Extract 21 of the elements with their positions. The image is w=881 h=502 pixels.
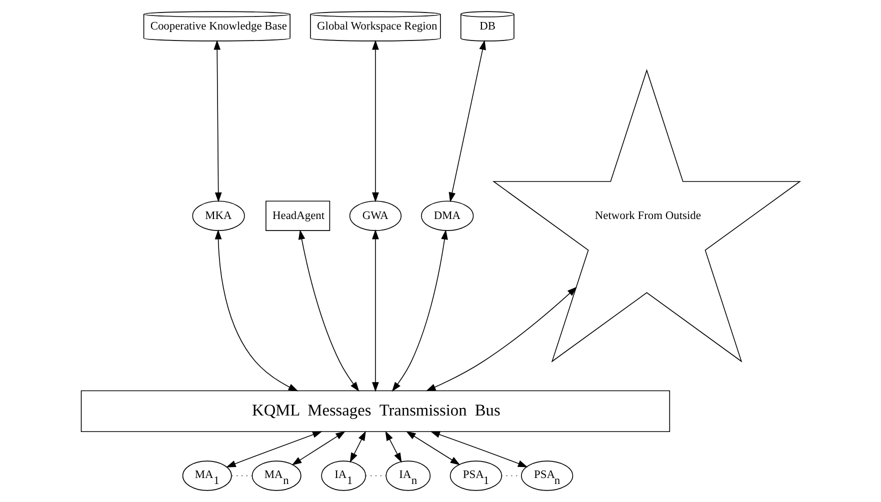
node-ellipse: GWA xyxy=(349,200,402,231)
arrow xyxy=(448,40,486,202)
node-ellipse: DMA xyxy=(421,200,474,231)
node-ellipse: MKA xyxy=(192,200,245,231)
arrow xyxy=(292,431,346,466)
arrow xyxy=(430,431,528,468)
node-box: KQML Messages Transmission Bus xyxy=(80,390,670,432)
node-box: HeadAgent xyxy=(266,200,330,231)
arrow xyxy=(298,230,360,392)
arrow xyxy=(406,431,460,466)
connector xyxy=(365,475,386,476)
arrow xyxy=(350,430,366,463)
arrow xyxy=(226,431,322,468)
arrow xyxy=(426,286,577,392)
arrow xyxy=(372,229,379,392)
arrow xyxy=(214,40,222,202)
arrow xyxy=(214,229,298,392)
arrow xyxy=(372,40,379,202)
arrow xyxy=(392,230,448,392)
connector xyxy=(231,475,252,476)
arrow xyxy=(385,430,402,463)
